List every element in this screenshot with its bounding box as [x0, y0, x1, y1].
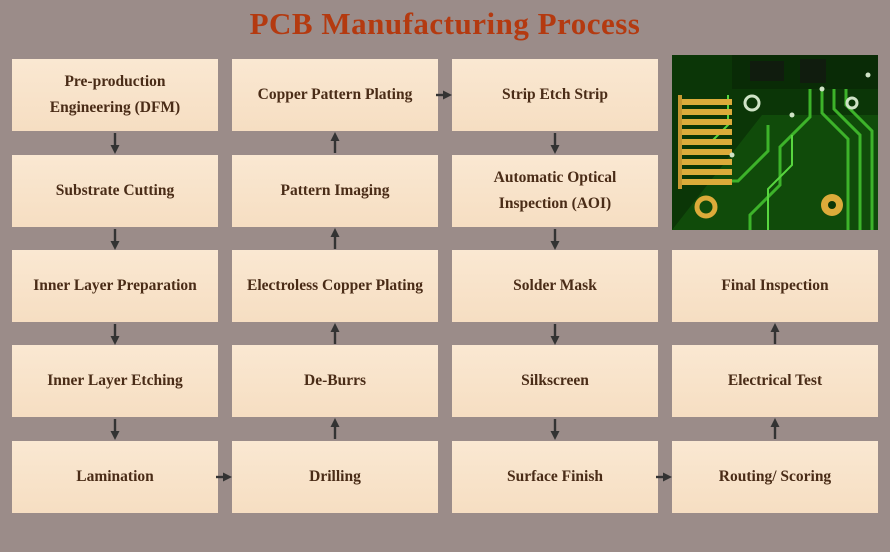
arrow-down-icon [549, 132, 561, 154]
arrow-right-icon [436, 89, 452, 101]
step-pre-production-engineering-dfm: Pre-production Engineering (DFM) [12, 59, 218, 131]
arrow-up-icon [329, 418, 341, 440]
arrow-down-icon [549, 418, 561, 440]
step-electrical-test: Electrical Test [672, 345, 878, 417]
step-surface-finish: Surface Finish [452, 441, 658, 513]
arrow-down-icon [109, 132, 121, 154]
step-drilling: Drilling [232, 441, 438, 513]
arrow-up-icon [329, 323, 341, 345]
step-solder-mask: Solder Mask [452, 250, 658, 322]
step-copper-pattern-plating: Copper Pattern Plating [232, 59, 438, 131]
arrow-down-icon [109, 323, 121, 345]
step-inner-layer-preparation: Inner Layer Preparation [12, 250, 218, 322]
arrow-down-icon [109, 228, 121, 250]
arrow-right-icon [216, 471, 232, 483]
step-routing-scoring: Routing/ Scoring [672, 441, 878, 513]
arrow-down-icon [109, 418, 121, 440]
step-final-inspection: Final Inspection [672, 250, 878, 322]
step-electroless-copper-plating: Electroless Copper Plating [232, 250, 438, 322]
arrow-right-icon [656, 471, 672, 483]
arrow-up-icon [769, 323, 781, 345]
step-strip-etch-strip: Strip Etch Strip [452, 59, 658, 131]
step-pattern-imaging: Pattern Imaging [232, 155, 438, 227]
arrow-up-icon [329, 228, 341, 250]
arrow-up-icon [769, 418, 781, 440]
step-inner-layer-etching: Inner Layer Etching [12, 345, 218, 417]
step-lamination: Lamination [12, 441, 218, 513]
step-substrate-cutting: Substrate Cutting [12, 155, 218, 227]
arrow-up-icon [329, 132, 341, 154]
pcb-photo [672, 55, 878, 230]
arrow-down-icon [549, 323, 561, 345]
step-silkscreen: Silkscreen [452, 345, 658, 417]
arrow-down-icon [549, 228, 561, 250]
page-title: PCB Manufacturing Process [249, 6, 641, 41]
step-automatic-optical-inspection-aoi: Automatic Optical Inspection (AOI) [452, 155, 658, 227]
step-de-burrs: De-Burrs [232, 345, 438, 417]
